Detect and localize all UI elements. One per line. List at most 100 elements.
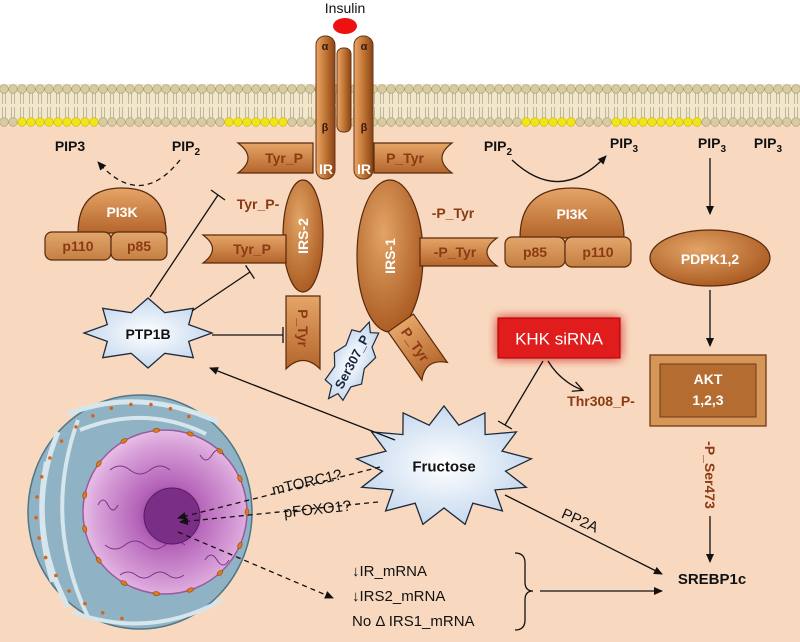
dashed-arrow-pfoxo1-to-nucleus — [179, 501, 379, 526]
lipid-head — [206, 117, 216, 127]
akt-box: AKT 1,2,3 — [649, 354, 767, 427]
lipid-head — [386, 117, 396, 127]
ser473-label: -P_Ser473 — [702, 441, 718, 509]
khk-sirna-box — [497, 317, 621, 359]
pip-subscript: 3 — [777, 144, 783, 155]
pip3-right-label: PIP3 — [610, 135, 639, 155]
lipid-tail — [191, 93, 195, 118]
arrow-fructose-to-srebp1c — [504, 494, 663, 575]
lipid-head — [179, 84, 189, 94]
lipid-tail — [245, 93, 249, 118]
lipid-head — [476, 84, 486, 94]
tyr-p-ir-label: Tyr_P — [265, 150, 303, 166]
beta-left-label: β — [322, 122, 329, 134]
lipid-tail — [128, 93, 132, 118]
lipid-head — [584, 117, 594, 127]
lipid-tail — [29, 93, 33, 118]
lipid-head — [728, 84, 738, 94]
lipid-head — [53, 117, 63, 127]
lipid-head — [692, 117, 702, 127]
ribosome — [37, 536, 41, 540]
lipid-head — [35, 84, 45, 94]
lipid-head — [269, 117, 279, 127]
lipid-head — [494, 84, 504, 94]
pi3k-right: PI3K p85 p110 — [504, 187, 632, 268]
ptp1b-label: PTP1B — [125, 326, 170, 342]
lipid-head — [305, 84, 315, 94]
p-tyr-irs1-bracket-label: -P_Tyr — [434, 244, 477, 260]
inhibition-line-ptp1b-to-ir — [149, 194, 219, 298]
ribosome — [100, 611, 105, 615]
pip-subscript: 3 — [633, 144, 639, 155]
lipid-head — [0, 84, 9, 94]
lipid-head — [647, 84, 657, 94]
lipid-tail — [65, 93, 69, 118]
er-lumen-stripe — [79, 416, 207, 436]
lipid-head — [737, 117, 747, 127]
pip-subscript: 3 — [721, 144, 727, 155]
chromatin-strand — [204, 554, 230, 566]
khk-sirna-label: KHK siRNA — [515, 330, 604, 349]
arrow-khk-to-thr308 — [547, 360, 582, 390]
nuclear-pore — [237, 541, 243, 549]
lipid-tail — [200, 93, 204, 118]
nuclear-pore — [120, 580, 128, 586]
ribosome — [34, 515, 38, 520]
p-tyr-irs1-label: -P_Tyr — [432, 205, 475, 221]
lipid-tail — [551, 93, 555, 118]
pip-base: PIP — [610, 135, 633, 151]
receptor-left-chain — [315, 35, 336, 180]
lipid-head — [755, 84, 765, 94]
ribosome — [48, 456, 52, 460]
lipid-head — [629, 84, 639, 94]
ribosome — [187, 414, 191, 419]
p-tyr-bracket-irs1: -P_Tyr — [419, 237, 499, 267]
ribosome — [168, 406, 173, 411]
pip3-left-label: PIP3 — [55, 138, 86, 154]
lipid-tail — [263, 93, 267, 118]
lipid-tail — [155, 93, 159, 118]
alpha-right-label: α — [361, 41, 368, 53]
lipid-head — [98, 117, 108, 127]
dashed-arrow-mtorc1-to-nucleus — [177, 466, 381, 520]
p85-right-label: p85 — [523, 244, 547, 260]
lipid-head — [44, 84, 54, 94]
chromatin-strand — [119, 571, 185, 579]
lipid-head — [278, 84, 288, 94]
nuclear-pore — [216, 569, 224, 576]
ribosome — [59, 439, 64, 443]
lipid-head — [710, 117, 720, 127]
lipid-head — [260, 84, 270, 94]
lipid-head — [467, 117, 477, 127]
lipid-head — [377, 117, 387, 127]
lipid-tail — [722, 93, 726, 118]
lipid-tail — [452, 93, 456, 118]
lipid-head — [557, 117, 567, 127]
inhibition-bar — [210, 189, 226, 201]
tyr-p-bracket-ir-left: Tyr_P — [236, 142, 314, 174]
lipid-head — [197, 117, 207, 127]
nuclear-pore — [120, 438, 128, 444]
lipid-tail — [110, 93, 114, 118]
nuclear-pore — [152, 428, 161, 433]
akt-isoforms-label: 1,2,3 — [692, 392, 723, 408]
lipid-head — [170, 117, 180, 127]
fructose-star — [354, 404, 534, 526]
lipid-tail — [632, 93, 636, 118]
er-lumen-stripe — [67, 399, 220, 425]
lipid-tail — [614, 93, 618, 118]
lipid-head — [593, 117, 603, 127]
lipid-head — [413, 84, 423, 94]
p-tyr-irs2-bottom-label: P_Tyr — [295, 309, 311, 347]
lipid-head — [665, 117, 675, 127]
lipid-head — [17, 84, 27, 94]
lipid-tail — [56, 93, 60, 118]
lipid-head — [170, 84, 180, 94]
lipid-head — [737, 84, 747, 94]
nuclear-pore — [237, 475, 243, 483]
lipid-tail — [578, 93, 582, 118]
lipid-head — [53, 84, 63, 94]
nuclear-pore — [82, 525, 88, 533]
lipid-head — [251, 84, 261, 94]
p-tyr-bracket-irs2-bottom: P_Tyr — [285, 295, 321, 371]
